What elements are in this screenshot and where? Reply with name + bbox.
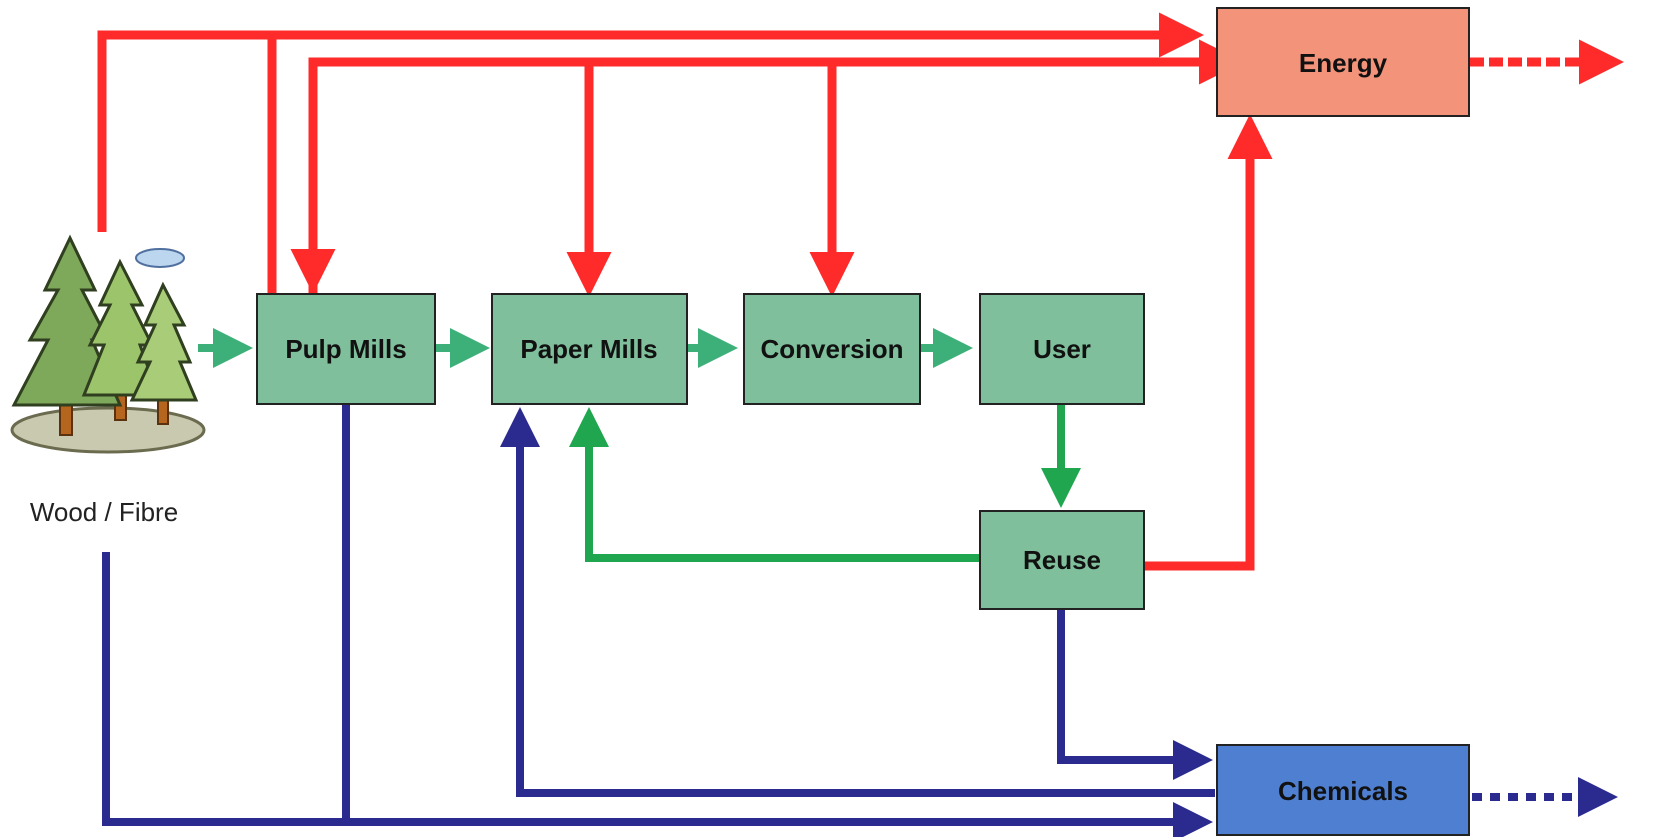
- node-user: User: [979, 293, 1145, 405]
- pine-trees-icon: [10, 234, 206, 454]
- reuse-flows: [569, 403, 1081, 562]
- node-reuse: Reuse: [979, 510, 1145, 610]
- node-label-energy: Energy: [1299, 48, 1388, 78]
- chemical-flows: [102, 404, 1618, 837]
- energy-flow-reuse-to-energy: [1142, 114, 1273, 571]
- energy-flow-main-to-energy: [308, 39, 1244, 318]
- energy-flow-wood-to-energy: [97, 12, 1204, 232]
- node-label-paper-mills: Paper Mills: [520, 334, 657, 364]
- node-label-conversion: Conversion: [760, 334, 903, 364]
- chemical-flow-reuse-to-chemicals: [1057, 609, 1213, 780]
- node-pulp-mills: Pulp Mills: [256, 293, 436, 405]
- wood-fibre-label: Wood / Fibre: [30, 497, 178, 527]
- energy-flows: [97, 12, 1624, 571]
- node-energy: Energy: [1216, 7, 1470, 117]
- node-chemicals: Chemicals: [1216, 744, 1470, 836]
- node-paper-mills: Paper Mills: [491, 293, 688, 405]
- node-conversion: Conversion: [743, 293, 921, 405]
- flow-reuse-to-paper-mills: [569, 407, 980, 562]
- node-label-reuse: Reuse: [1023, 545, 1101, 575]
- chemical-flow-chemicals-to-paper-mills: [500, 407, 1215, 797]
- node-label-user: User: [1033, 334, 1091, 364]
- node-label-pulp-mills: Pulp Mills: [285, 334, 406, 364]
- chemical-flow-wood-to-chemicals: [102, 552, 1213, 837]
- node-label-chemicals: Chemicals: [1278, 776, 1408, 806]
